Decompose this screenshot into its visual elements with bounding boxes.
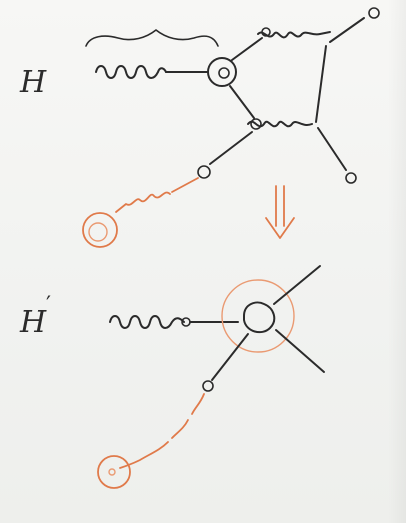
- top-hub-vertex: [218, 67, 230, 79]
- edge-hub-down-left: [211, 333, 249, 381]
- orange-bottom-center-dot: [108, 468, 116, 476]
- orange-top-inner-circle: [88, 222, 108, 242]
- edge-hub-to-middle: [229, 85, 255, 119]
- middle-scribble-chain: [247, 120, 313, 128]
- orange-hub-ring: [221, 279, 295, 353]
- edge-hub-up-right: [273, 265, 321, 305]
- top-scribble-node: [261, 27, 271, 37]
- board-edge-shadow: [388, 0, 406, 523]
- label-h-prime: H: [19, 305, 47, 340]
- bottom-left-coil-chain: [109, 315, 185, 329]
- edge-lower-right: [317, 127, 347, 171]
- bottom-hub-vertex: [243, 301, 276, 334]
- orange-scribble-top: [115, 191, 171, 213]
- edge-hub-to-top: [231, 37, 263, 61]
- edge-top-right: [329, 17, 365, 43]
- lower-left-node: [197, 165, 211, 179]
- lower-right-leaf: [345, 172, 357, 184]
- edge-right-vertical: [315, 45, 327, 123]
- orange-top-outer-circle: [82, 212, 118, 248]
- top-scribble-chain: [257, 31, 331, 39]
- middle-chain-node: [250, 118, 262, 130]
- top-right-leaf: [368, 7, 380, 19]
- edge-middle-to-lower: [209, 131, 253, 165]
- label-h: H: [19, 65, 47, 100]
- orange-chain-bottom: [119, 393, 205, 469]
- edge-hub-down-right: [275, 329, 325, 373]
- transform-arrow: [265, 185, 295, 239]
- orange-edge-top: [171, 177, 199, 193]
- bottom-lower-node: [202, 380, 214, 392]
- curly-brace: [85, 29, 219, 47]
- top-left-coil-chain: [95, 65, 167, 79]
- top-hub-outer-circle: [207, 57, 237, 87]
- orange-bottom-outer-circle: [97, 455, 131, 489]
- prime-mark: ′: [46, 293, 51, 318]
